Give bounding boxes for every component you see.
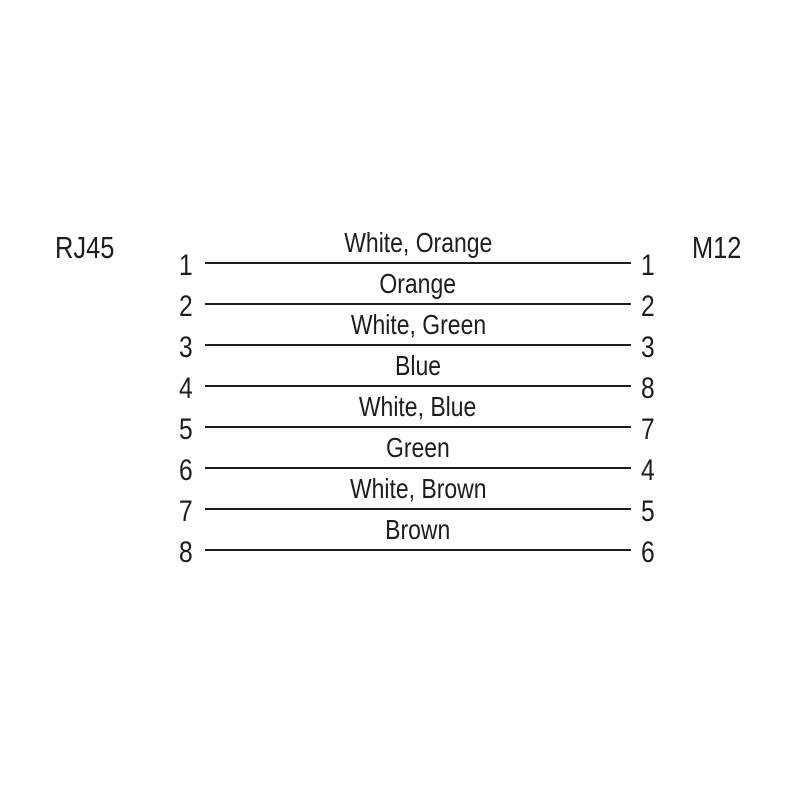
left-pin-number-text: 4 <box>179 372 193 405</box>
right-pin-number: 6 <box>641 533 761 573</box>
right-pin-number-text: 6 <box>641 536 655 569</box>
left-pin-number-text: 5 <box>179 413 193 446</box>
left-pin-number: 8 <box>60 533 193 573</box>
left-pin-number-text: 3 <box>179 331 193 364</box>
right-pin-number-text: 2 <box>641 290 655 323</box>
right-pin-number: 2 <box>641 287 761 327</box>
right-pin-number: 1 <box>641 246 761 286</box>
right-pin-number: 7 <box>641 410 761 450</box>
left-pin-number: 1 <box>60 246 193 286</box>
right-pin-number-text: 1 <box>641 249 655 282</box>
wire-line <box>205 303 631 305</box>
wire-line <box>205 467 631 469</box>
right-pin-number: 4 <box>641 451 761 491</box>
connector-label-m12-text: M12 <box>692 230 742 265</box>
left-pin-number-text: 2 <box>179 290 193 323</box>
left-pin-number: 3 <box>60 328 193 368</box>
connector-label-rj45: RJ45 <box>55 228 127 268</box>
wire-line <box>205 549 631 551</box>
left-pin-number: 4 <box>60 369 193 409</box>
wire-line <box>205 426 631 428</box>
wire-color-label: White, Orange <box>205 226 631 260</box>
right-pin-number-text: 5 <box>641 495 655 528</box>
wire-line <box>205 508 631 510</box>
left-pin-number-text: 8 <box>179 536 193 569</box>
wire-color-label: Orange <box>205 267 631 301</box>
right-pin-number-text: 7 <box>641 413 655 446</box>
wire-color-label: White, Blue <box>205 390 631 424</box>
left-pin-number: 7 <box>60 492 193 532</box>
wire-color-label: Blue <box>205 349 631 383</box>
wire-color-label-text: Orange <box>379 268 457 299</box>
wire-color-label-text: Green <box>386 432 450 463</box>
left-pin-number: 6 <box>60 451 193 491</box>
wire-line <box>205 262 631 264</box>
left-pin-number: 2 <box>60 287 193 327</box>
connector-label-m12: M12 <box>692 228 752 268</box>
wire-color-label-text: Brown <box>385 514 451 545</box>
wire-color-label-text: White, Orange <box>343 227 493 258</box>
connector-label-rj45-text: RJ45 <box>55 230 115 265</box>
right-pin-number: 5 <box>641 492 761 532</box>
wire-line <box>205 385 631 387</box>
left-pin-number-text: 7 <box>179 495 193 528</box>
wire-color-label-text: White, Green <box>350 309 486 340</box>
wire-line <box>205 344 631 346</box>
right-pin-number: 8 <box>641 369 761 409</box>
wire-color-label-text: White, Brown <box>349 473 487 504</box>
wire-color-label: White, Brown <box>205 472 631 506</box>
left-pin-number-text: 6 <box>179 454 193 487</box>
wire-color-label: Brown <box>205 513 631 547</box>
wire-color-label: Green <box>205 431 631 465</box>
right-pin-number-text: 4 <box>641 454 655 487</box>
wire-color-label-text: Blue <box>395 350 441 381</box>
wire-color-label: White, Green <box>205 308 631 342</box>
left-pin-number-text: 1 <box>179 249 193 282</box>
right-pin-number-text: 3 <box>641 331 655 364</box>
right-pin-number: 3 <box>641 328 761 368</box>
wire-color-label-text: White, Blue <box>359 391 477 422</box>
right-pin-number-text: 8 <box>641 372 655 405</box>
left-pin-number: 5 <box>60 410 193 450</box>
